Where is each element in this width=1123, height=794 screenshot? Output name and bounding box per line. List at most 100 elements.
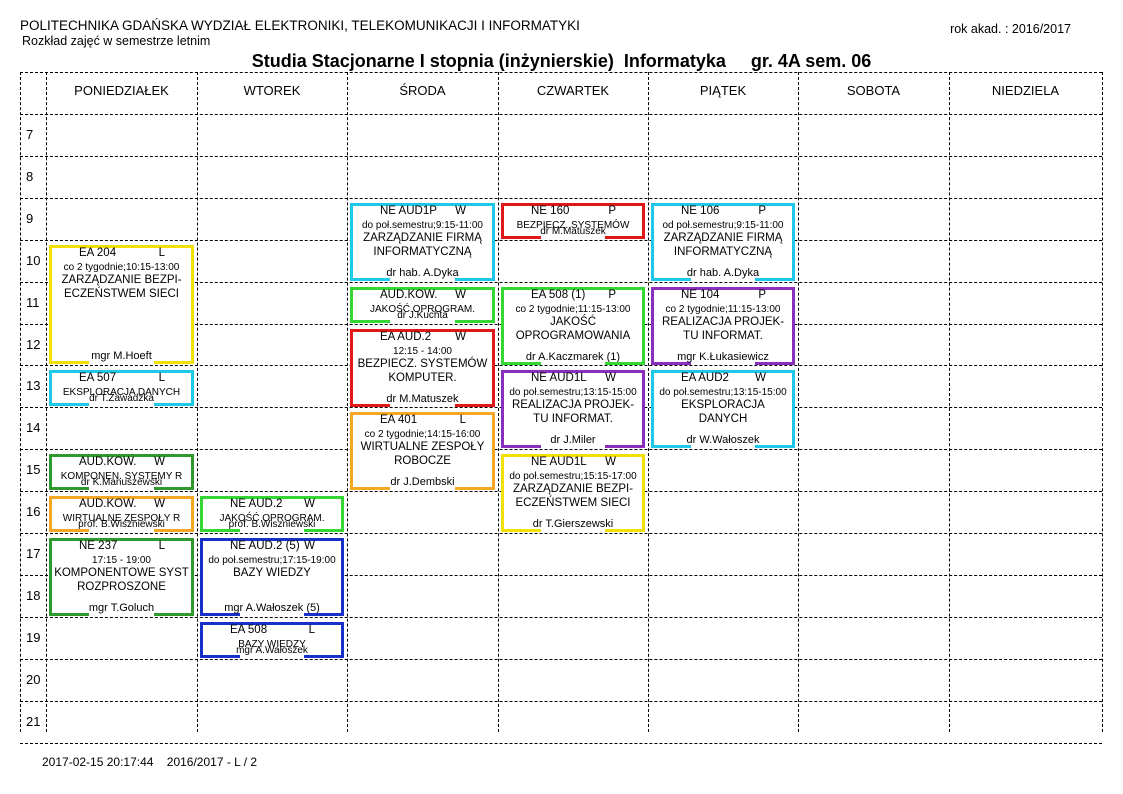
hour-label: 17 (26, 546, 41, 561)
hour-label: 16 (26, 504, 41, 519)
class-lecturer: mgr M.Hoeft (91, 349, 152, 362)
class-info: do poł.semestru;15:15-17:00 (509, 471, 637, 482)
class-type: W (304, 498, 315, 510)
class-lecturer: dr hab. A.Dyka (386, 266, 459, 279)
class-room: AUD.KOW. (79, 498, 137, 510)
footer-timestamp: 2017-02-15 20:17:44 2016/2017 - L / 2 (42, 755, 258, 769)
class-lecturer: prof. B.Wiszniewski (78, 519, 165, 530)
class-lecturer: mgr K.Łukasiewicz (677, 350, 769, 363)
class-lecturer: dr M.Matuszek (386, 392, 459, 405)
hour-label: 18 (26, 588, 41, 603)
class-subject: KOMPONENTOWE SYST ROZPROSZONE (54, 567, 189, 593)
class-lecturer: dr T.Zawadzka (89, 393, 154, 404)
class-room: EA 401 (380, 414, 418, 426)
day-header: CZWARTEK (536, 83, 610, 98)
hour-label: 13 (26, 378, 41, 393)
grid-column-line (949, 72, 950, 732)
grid-row-line (20, 575, 1102, 576)
class-type: W (755, 372, 766, 384)
class-info: od poł.semestru;9:15-11:00 (662, 220, 784, 231)
grid-row-line (20, 282, 1102, 283)
class-lecturer: dr hab. A.Dyka (686, 266, 760, 279)
grid-row-line (20, 240, 1102, 241)
class-type: L (158, 540, 165, 552)
hour-label: 19 (26, 630, 41, 645)
day-header: PONIEDZIAŁEK (74, 83, 169, 98)
grid-row-line (20, 659, 1102, 660)
class-lecturer: dr A.Kaczmarek (1) (525, 350, 621, 363)
class-room: NE 237 (79, 540, 118, 552)
grid-column-line (347, 72, 348, 732)
class-lecturer: dr J.Kuchta (397, 310, 448, 321)
class-info: co 2 tygodnie;11:15-13:00 (515, 304, 631, 315)
hour-label: 21 (26, 714, 41, 729)
grid-row-line (20, 365, 1102, 366)
class-room: EA 204 (79, 247, 117, 259)
class-body: BAZY WIEDZY (205, 639, 339, 651)
class-subject: ZARZĄDZANIE FIRMĄ INFORMATYCZNĄ (663, 232, 783, 258)
class-lecturer: dr K.Manuszewski (80, 477, 163, 488)
grid-row-line (20, 449, 1102, 450)
class-lecturer: mgr A.Wałoszek (5) (224, 601, 320, 614)
grid-column-line (1102, 72, 1103, 732)
class-subject: WIRTUALNE ZESPOŁY R (62, 513, 181, 524)
class-subject: BEZPIECZ. SYSTEMÓW KOMPUTER. (357, 358, 488, 384)
class-room: EA 508 (1) (531, 289, 586, 301)
class-type: W (455, 205, 466, 217)
hour-label: 14 (26, 420, 41, 435)
class-info: 17:15 - 19:00 (92, 555, 151, 566)
class-type: W (455, 289, 466, 301)
class-room: AUD.KOW. (380, 289, 438, 301)
class-subject: REALIZACJA PROJEK- TU INFORMAT. (511, 399, 635, 425)
class-subject: EKSPLORACJA DANYCH (681, 399, 765, 425)
class-lecturer: dr W.Wałoszek (686, 433, 760, 446)
hour-label: 8 (26, 169, 34, 184)
class-type: P (608, 289, 616, 301)
class-type: L (158, 247, 165, 259)
class-subject: ZARZĄDZANIE BEZPI- ECZEŃSTWEM SIECI (61, 274, 182, 300)
hour-label: 11 (26, 295, 40, 310)
class-room: NE AUD1P (380, 205, 437, 217)
grid-row-line (20, 72, 1102, 73)
grid-row-line (20, 114, 1102, 115)
grid-column-line (197, 72, 198, 732)
class-subject: BAZY WIEDZY (238, 639, 306, 650)
class-lecturer: dr J.Miler (550, 433, 596, 446)
class-type: L (158, 372, 165, 384)
class-body: KOMPONEN. SYSTEMY R (54, 471, 189, 483)
class-type: P (608, 205, 616, 217)
schedule-subtitle: Rozkład zajęć w semestrze letnim (22, 34, 211, 48)
class-info: co 2 tygodnie;14:15-16:00 (364, 429, 481, 440)
class-info: do poł.semestru;13:15-15:00 (509, 387, 637, 398)
grid-row-line (20, 156, 1102, 157)
hour-label: 20 (26, 672, 41, 687)
class-info: do poł.semestru;17:15-19:00 (208, 555, 336, 566)
class-room: NE 104 (681, 289, 720, 301)
class-info: co 2 tygodnie;11:15-13:00 (665, 304, 781, 315)
class-room: NE 106 (681, 205, 720, 217)
